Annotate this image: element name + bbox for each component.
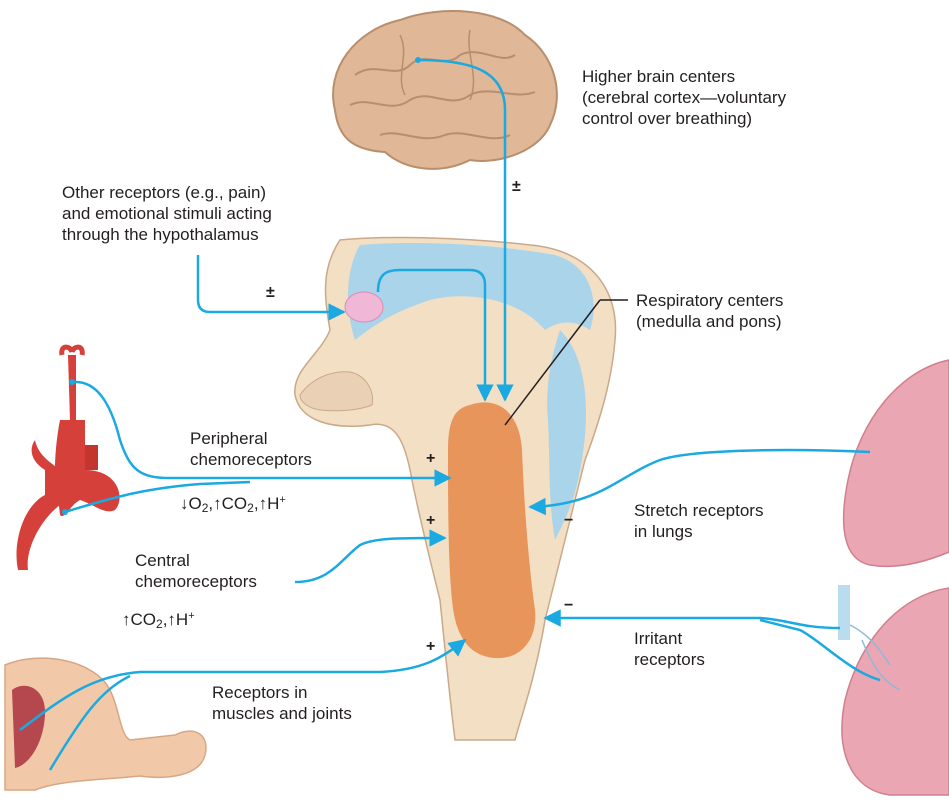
arrow-up-icon: ↑ [259, 494, 268, 513]
sign-stretch: − [564, 512, 573, 530]
arrow-down-icon: ↓ [180, 494, 189, 513]
arrow-up-icon: ↑ [213, 494, 222, 513]
stimuli-peripheral: ↓O2,↑CO2,↑H+ [180, 490, 286, 519]
lung-icon [838, 360, 949, 795]
pathway-central [295, 538, 445, 582]
sign-hypothalamus: ± [266, 284, 275, 302]
label-stretch: Stretch receptors in lungs [634, 500, 763, 542]
label-respiratory-centers: Respiratory centers (medulla and pons) [636, 290, 783, 332]
label-other-receptors: Other receptors (e.g., pain) and emotion… [62, 182, 272, 245]
arrow-up-icon: ↑ [167, 610, 176, 629]
label-central: Central chemoreceptors [135, 550, 257, 592]
aortic-arch-icon [17, 347, 120, 570]
pathway-irritant [545, 618, 840, 628]
stimuli-central: ↑CO2,↑H+ [122, 606, 195, 635]
sign-muscles: + [426, 638, 435, 656]
sign-higher-brain: ± [512, 178, 521, 196]
label-irritant: Irritant receptors [634, 628, 705, 670]
sign-central: + [426, 512, 435, 530]
label-peripheral: Peripheral chemoreceptors [190, 428, 312, 470]
sign-peripheral: + [426, 450, 435, 468]
label-higher-brain: Higher brain centers (cerebral cortex—vo… [582, 66, 786, 129]
label-muscles: Receptors in muscles and joints [212, 682, 352, 724]
sign-irritant: − [564, 597, 573, 615]
hypothalamus-icon [345, 292, 383, 322]
arrow-up-icon: ↑ [122, 610, 131, 629]
brain-icon [333, 11, 557, 169]
